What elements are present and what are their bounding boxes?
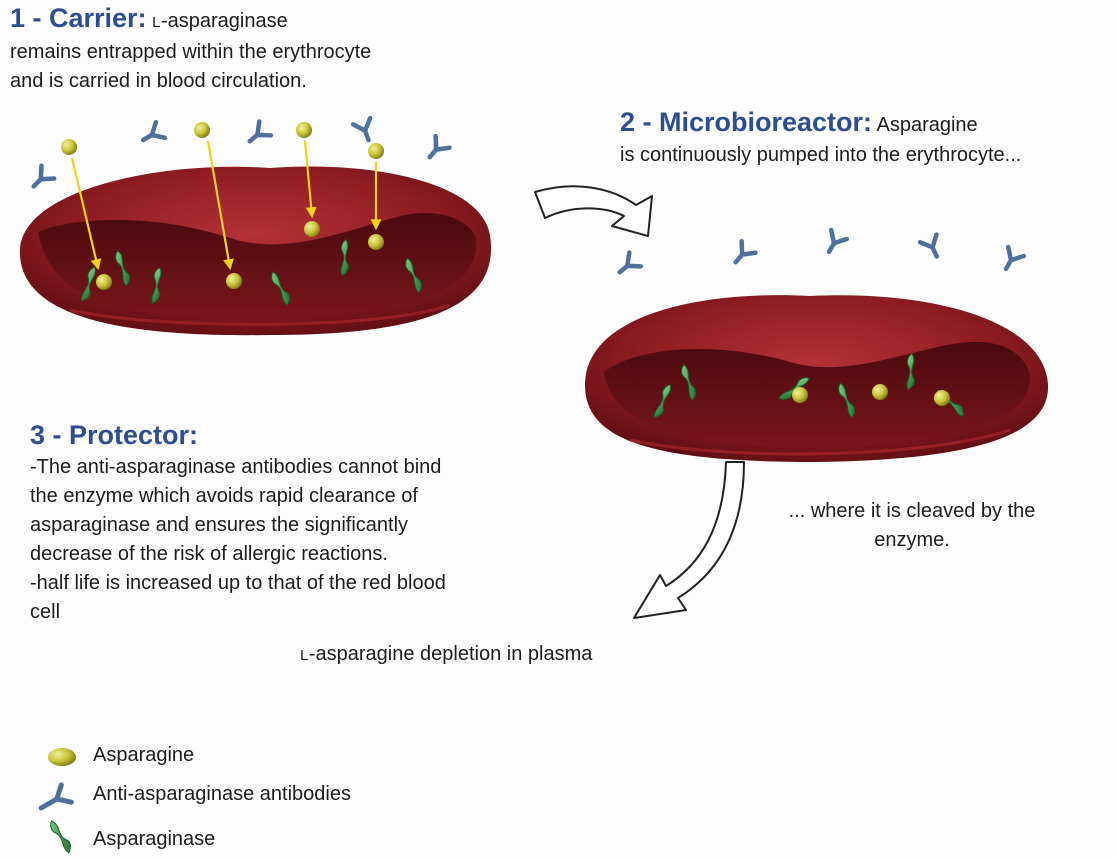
flow-arrow-carrier-to-microbioreactor	[535, 186, 652, 236]
flow-arrow-to-depletion	[634, 462, 744, 618]
left-erythrocyte	[20, 167, 491, 336]
antibody-icon	[36, 785, 71, 817]
depletion-label: L-asparagine depletion in plasma	[300, 640, 592, 670]
protector-line-1: -The anti-asparaginase antibodies cannot…	[30, 453, 446, 482]
microbioreactor-heading: 2 - Microbioreactor:	[620, 107, 872, 137]
legend-asparagine-label: Asparagine	[93, 744, 194, 767]
carrier-smallcap: L	[152, 14, 161, 31]
depletion-text: -asparagine depletion in plasma	[309, 643, 593, 665]
microbioreactor-line2: is continuously pumped into the erythroc…	[620, 141, 1021, 171]
carrier-heading: 1 - Carrier:	[10, 3, 147, 33]
carrier-line1: -asparaginase	[161, 10, 288, 32]
protector-line-6: cell	[30, 598, 446, 627]
microbioreactor-line1: Asparagine	[877, 114, 978, 136]
cleaved-line1: ... where it is cleaved by the	[762, 497, 1062, 526]
right-erythrocyte	[585, 295, 1048, 462]
legend-asparaginase-label: Asparaginase	[93, 828, 215, 851]
protector-line-4: decrease of the risk of allergic reactio…	[30, 540, 446, 569]
asparagine-sphere-icon	[48, 748, 76, 766]
protector-block: 3 - Protector: -The anti-asparaginase an…	[30, 420, 446, 627]
legend-antibodies-label: Anti-asparaginase antibodies	[93, 783, 351, 806]
depletion-smallcap: L	[300, 647, 309, 664]
protector-line-3: asparaginase and ensures the significant…	[30, 511, 446, 540]
carrier-block: 1 - Carrier: L-asparaginase remains entr…	[10, 4, 371, 97]
protector-line-2: the enzyme which avoids rapid clearance …	[30, 482, 446, 511]
protector-heading: 3 - Protector:	[30, 420, 446, 451]
cleaved-line2: enzyme.	[762, 526, 1062, 555]
legend-icons	[36, 748, 76, 855]
carrier-line3: and is carried in blood circulation.	[10, 67, 371, 97]
right-antibodies	[614, 230, 1024, 279]
cleaved-block: ... where it is cleaved by the enzyme.	[762, 497, 1062, 555]
microbioreactor-block: 2 - Microbioreactor: Asparagine is conti…	[620, 108, 1021, 170]
protector-line-5: -half life is increased up to that of th…	[30, 569, 446, 598]
asparaginase-enzyme-icon	[49, 818, 74, 855]
carrier-line2: remains entrapped within the erythrocyte	[10, 38, 371, 68]
